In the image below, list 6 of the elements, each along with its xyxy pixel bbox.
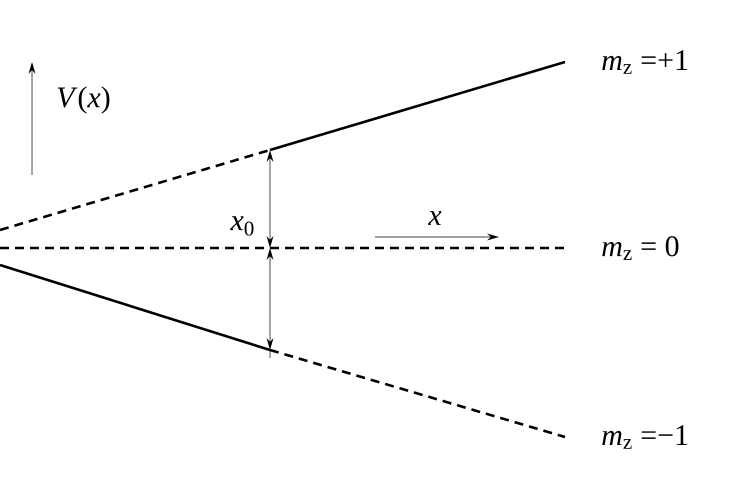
axis-label: m$_{z}$ =−1 [602, 425, 688, 449]
axis-label: m$_{z}$ =+1 [602, 50, 688, 74]
axis-label: x [428, 211, 442, 225]
axis-label: V(x) [58, 86, 110, 114]
axis-label: x$_{0}$ [230, 216, 254, 236]
axis-label: m$_{z}$ = 0 [602, 236, 678, 260]
